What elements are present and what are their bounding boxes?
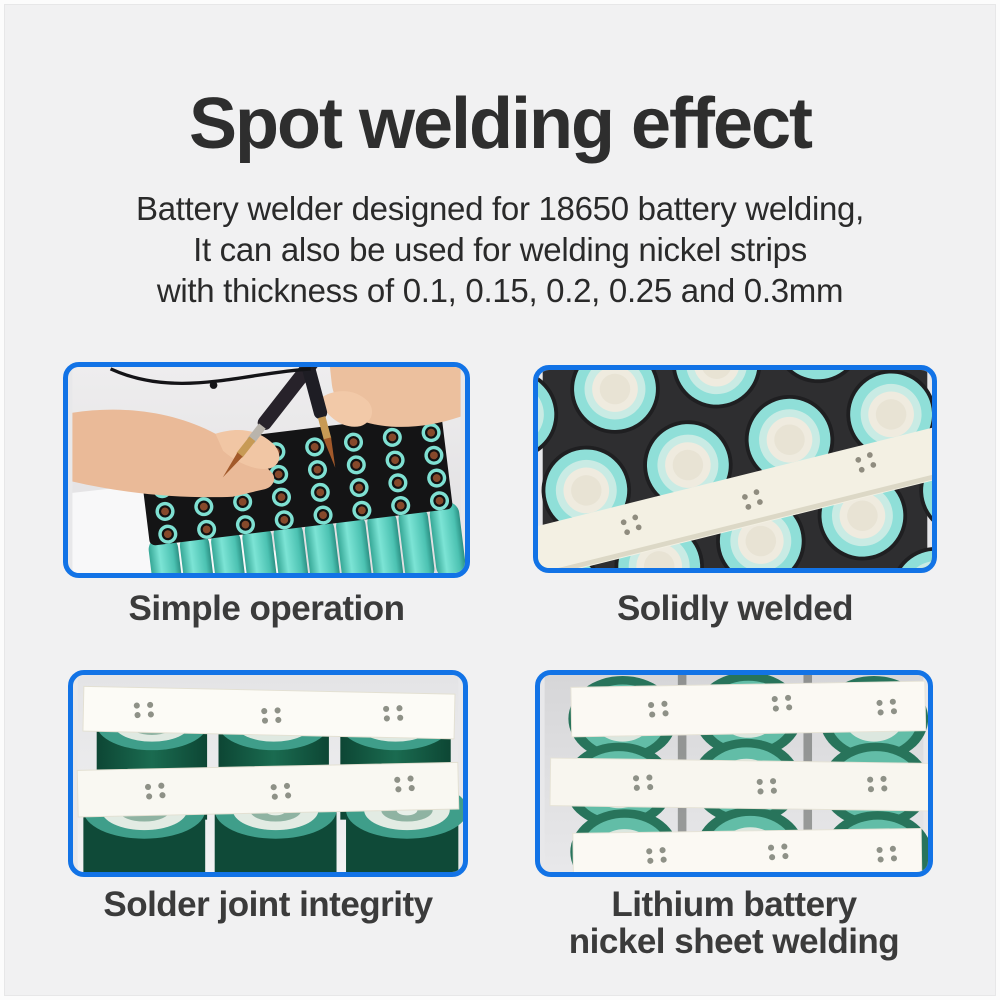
caption-lithium-nickel-welding: Lithium battery nickel sheet welding <box>515 886 953 960</box>
caption-simple-operation: Simple operation <box>128 589 405 628</box>
power-wire <box>109 367 311 385</box>
panel-lithium-nickel-welding <box>535 670 933 877</box>
nickel-strip-1 <box>570 680 927 738</box>
nickel-strip-bottom <box>76 761 460 818</box>
page-title: Spot welding effect <box>188 84 813 164</box>
subtitle-line-1: Battery welder designed for 18650 batter… <box>136 190 864 227</box>
panel-simple-operation <box>63 362 470 578</box>
nickel-strip-2 <box>549 757 928 812</box>
spot-welding-hands-photo-icon <box>72 367 465 573</box>
nickel-strip <box>538 405 932 568</box>
welding-pen-right <box>293 367 336 468</box>
caption-line-2: nickel sheet welding <box>568 922 900 961</box>
panel-solidly-welded <box>533 365 937 573</box>
caption-line-1: Lithium battery <box>611 885 857 924</box>
left-hand <box>72 409 275 498</box>
welded-nickel-strip-photo-icon <box>538 370 932 568</box>
caption-solder-joint-integrity: Solder joint integrity <box>103 885 433 924</box>
nickel-strips-on-cells-photo-icon <box>76 675 463 872</box>
panel-solder-joint-integrity <box>68 670 468 877</box>
nickel-strip-top <box>82 685 456 740</box>
battery-pack <box>138 412 465 573</box>
battery-pack-top <box>538 370 932 568</box>
nickel-strip-3 <box>572 827 923 872</box>
caption-solidly-welded: Solidly welded <box>616 589 854 628</box>
subtitle: Battery welder designed for 18650 batter… <box>0 188 1000 311</box>
subtitle-line-3: with thickness of 0.1, 0.15, 0.2, 0.25 a… <box>156 272 844 309</box>
three-nickel-strips-photo-icon <box>544 675 928 872</box>
subtitle-line-2: It can also be used for welding nickel s… <box>193 231 807 268</box>
right-finger <box>318 391 373 427</box>
